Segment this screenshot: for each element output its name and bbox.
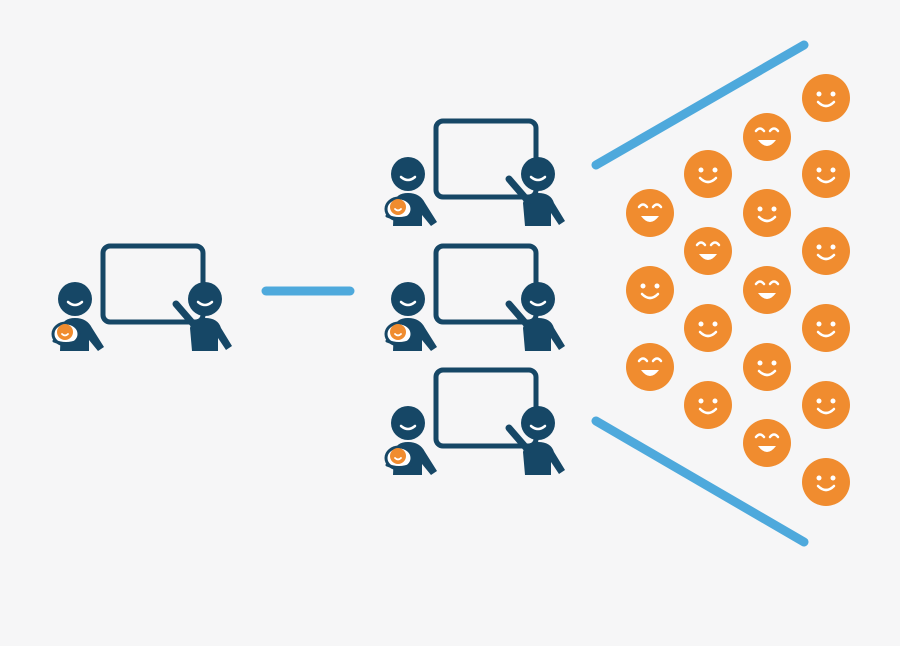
grinning-face-icon: [743, 113, 791, 161]
learner-holding-baby-icon: [384, 406, 437, 475]
beneficiary-faces: [626, 74, 850, 506]
learner-holding-baby-icon: [51, 282, 104, 351]
teacher-at-whiteboard-icon: [172, 282, 232, 351]
teacher-at-whiteboard-icon: [505, 282, 565, 351]
smiling-face-icon: [743, 343, 791, 391]
smiling-face-icon: [684, 304, 732, 352]
smiling-face-icon: [626, 266, 674, 314]
fan-line-bottom: [591, 416, 809, 547]
smiling-face-icon: [684, 150, 732, 198]
training-group: [384, 118, 565, 226]
smiling-face-icon: [802, 381, 850, 429]
teacher-at-whiteboard-icon: [505, 157, 565, 226]
smiling-face-icon: [802, 227, 850, 275]
baby-icon: [57, 324, 73, 340]
training-group: [384, 243, 565, 351]
smiling-face-icon: [743, 189, 791, 237]
smiling-face-icon: [802, 150, 850, 198]
grinning-face-icon: [626, 343, 674, 391]
grinning-face-icon: [743, 419, 791, 467]
grinning-face-icon: [684, 227, 732, 275]
smiling-face-icon: [802, 458, 850, 506]
teacher-at-whiteboard-icon: [505, 406, 565, 475]
smiling-face-icon: [802, 304, 850, 352]
fan-line-top: [591, 40, 809, 170]
learner-holding-baby-icon: [384, 157, 437, 226]
grinning-face-icon: [626, 189, 674, 237]
training-group: [384, 367, 565, 475]
grinning-face-icon: [743, 266, 791, 314]
baby-icon: [390, 324, 406, 340]
single-training-group: [51, 243, 232, 351]
smiling-face-icon: [684, 381, 732, 429]
baby-icon: [390, 199, 406, 215]
baby-icon: [390, 448, 406, 464]
multiplied-training-groups: [384, 118, 565, 475]
training-group: [51, 243, 232, 351]
learner-holding-baby-icon: [384, 282, 437, 351]
smiling-face-icon: [802, 74, 850, 122]
